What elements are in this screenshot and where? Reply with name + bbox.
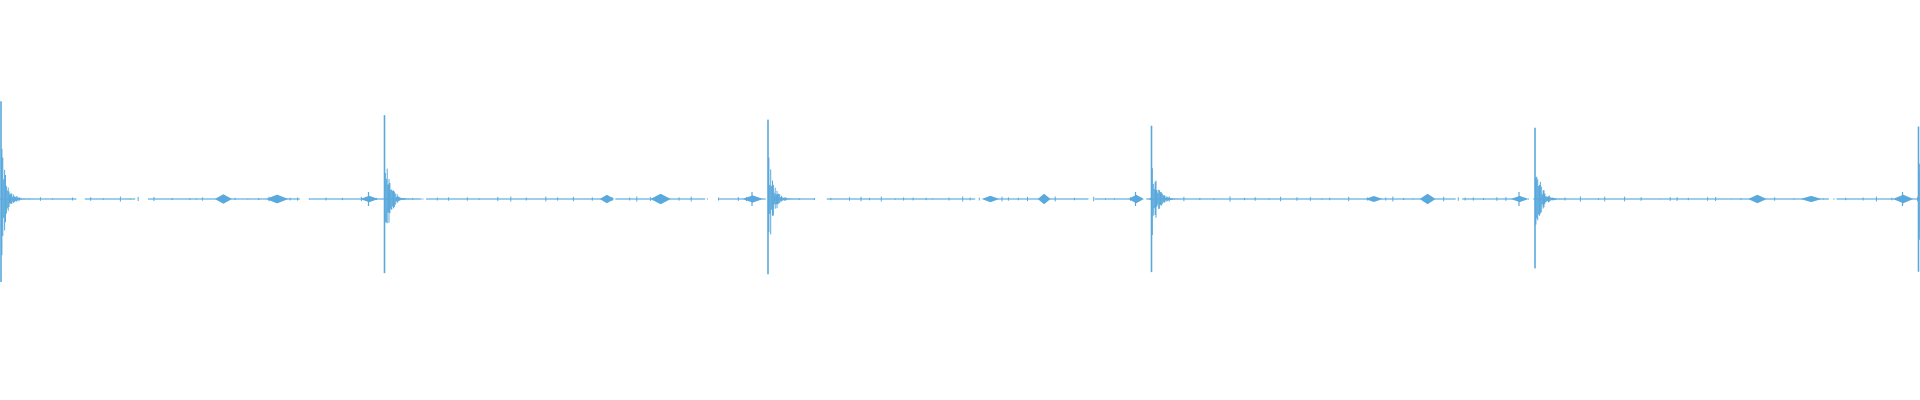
pulse-4 <box>650 193 671 205</box>
pulse-9 <box>1365 196 1383 202</box>
pulse-3 <box>599 194 615 204</box>
pulse-5 <box>742 195 763 203</box>
transient-2 <box>751 119 802 275</box>
pulse-13 <box>1800 195 1822 203</box>
pulse-6 <box>981 195 1000 203</box>
waveform-detail-group <box>9 193 1919 205</box>
transient-4 <box>1518 127 1571 269</box>
pulse-1 <box>265 194 289 204</box>
transient-3 <box>1134 125 1188 273</box>
pulse-10 <box>1419 193 1436 205</box>
pulse-8 <box>1128 194 1144 204</box>
transient-1 <box>367 115 421 274</box>
pulse-14 <box>1893 194 1914 204</box>
pulse-12 <box>1748 194 1767 204</box>
pulse-2 <box>360 195 379 203</box>
pulse-7 <box>1037 193 1051 205</box>
pulse-11 <box>1510 195 1529 203</box>
transient-5 <box>1901 126 1920 272</box>
pulse-0 <box>214 194 232 204</box>
transient-0 <box>0 101 37 282</box>
waveform-transients-group <box>0 101 1920 282</box>
